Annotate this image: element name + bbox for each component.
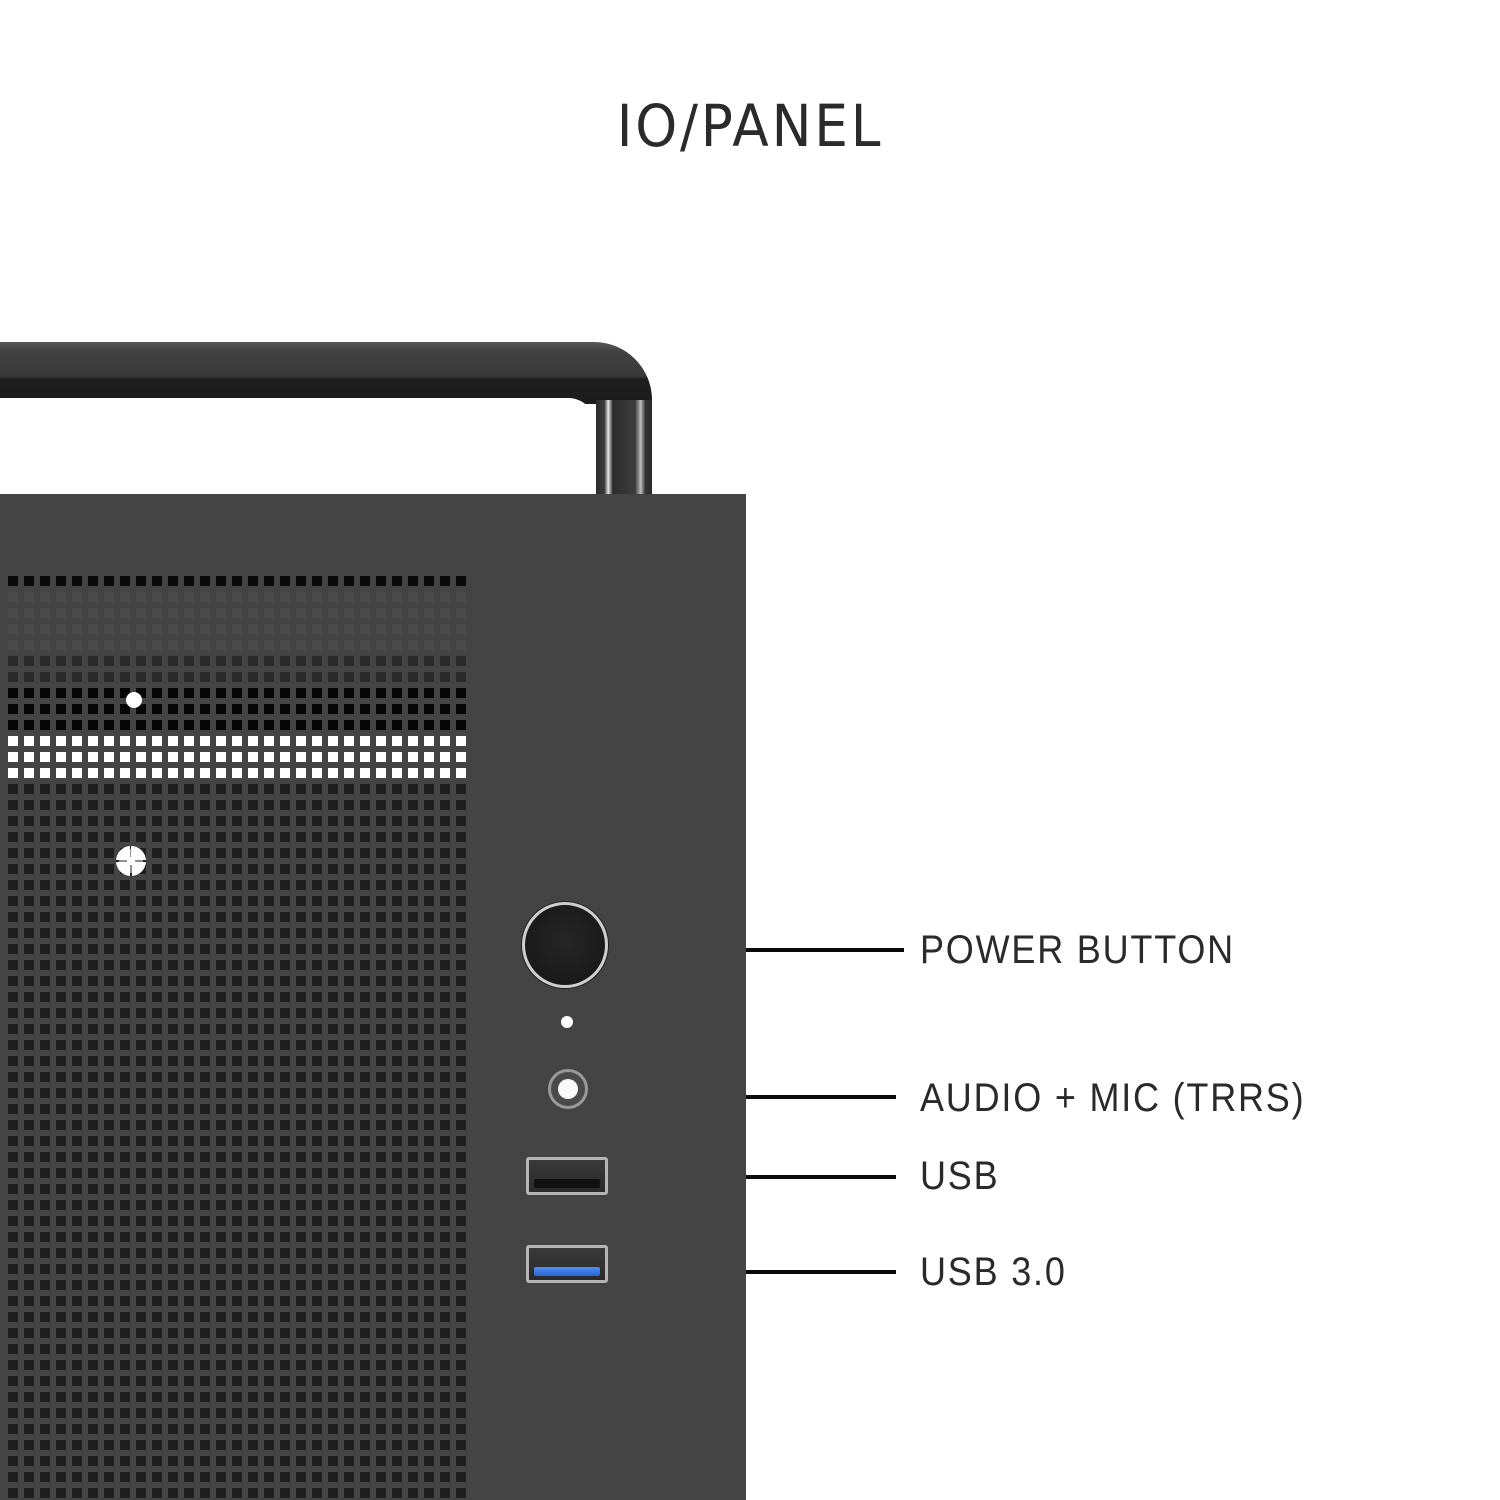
mesh-panel — [2, 778, 470, 1500]
usb3-port[interactable] — [526, 1245, 608, 1283]
usb-tongue-icon — [534, 1179, 600, 1188]
audio-jack-hole-icon — [558, 1079, 578, 1099]
callout-usb3: USB 3.0 — [920, 1250, 1067, 1294]
leader-line-audio — [746, 1095, 896, 1099]
screw-icon — [126, 692, 142, 708]
screw-icon — [116, 846, 146, 876]
leader-line-usb3 — [746, 1270, 896, 1274]
usb3-tongue-icon — [534, 1267, 600, 1276]
mesh-panel-highlight — [2, 730, 470, 778]
audio-jack[interactable] — [548, 1069, 588, 1109]
mesh-panel — [2, 570, 470, 586]
power-led-icon — [561, 1016, 573, 1028]
page-title: IO/PANEL — [616, 92, 884, 160]
usb-port[interactable] — [526, 1157, 608, 1195]
callout-audio-mic: AUDIO + MIC (TRRS) — [920, 1076, 1306, 1120]
callout-usb: USB — [920, 1154, 1000, 1198]
power-button[interactable] — [522, 902, 608, 988]
mesh-panel — [2, 682, 470, 730]
carry-handle-leg — [596, 400, 652, 498]
callout-power-button: POWER BUTTON — [920, 928, 1235, 972]
carry-handle — [0, 342, 652, 404]
leader-line-usb — [746, 1175, 896, 1179]
leader-line-power — [746, 948, 904, 952]
mesh-panel — [2, 650, 470, 682]
mesh-panel — [2, 586, 470, 650]
